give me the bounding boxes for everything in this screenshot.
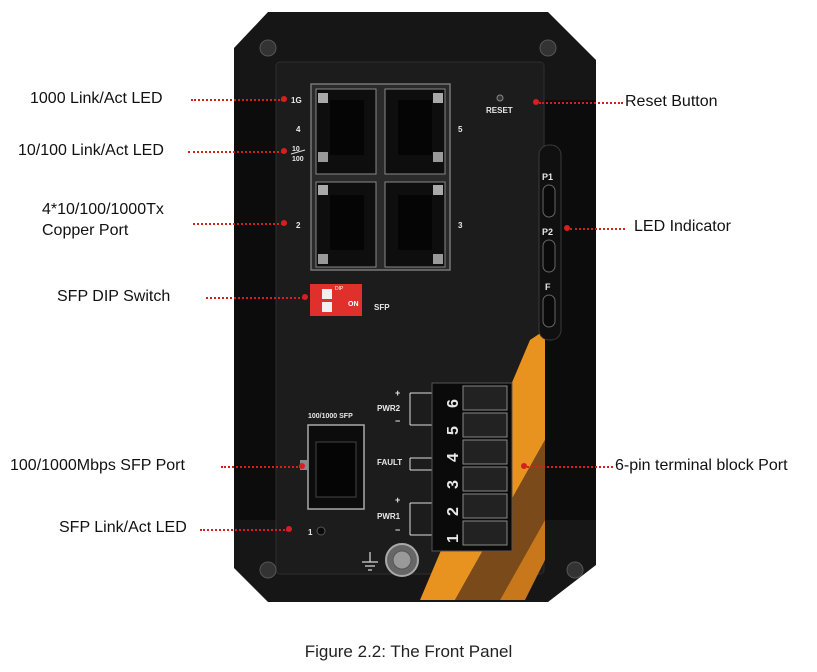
dip-toggle-1[interactable] xyxy=(322,289,332,299)
label-f: F xyxy=(545,282,551,292)
label-port-2: 2 xyxy=(296,221,301,230)
rj45-port-5 xyxy=(384,88,446,175)
leader-dot-reset xyxy=(533,99,539,105)
leader-10-100-led xyxy=(188,151,283,153)
leader-dot-sfp-led xyxy=(286,526,292,532)
leader-sfp-port xyxy=(221,466,301,468)
label-pwr1-plus: + xyxy=(395,495,400,505)
pin-5: 5 xyxy=(445,426,462,435)
label-pwr2-plus: + xyxy=(395,388,400,398)
label-port-4: 4 xyxy=(296,125,301,134)
dip-toggle-2[interactable] xyxy=(322,302,332,312)
pin-2: 2 xyxy=(445,507,462,516)
label-pwr1-minus: − xyxy=(395,525,400,535)
label-p1: P1 xyxy=(542,172,553,182)
led-p1 xyxy=(542,184,556,218)
led-f xyxy=(542,294,556,328)
label-sfp-dip: SFP xyxy=(374,303,390,312)
sfp-led xyxy=(316,526,326,536)
leader-dot-terminal-block xyxy=(521,463,527,469)
pin-6: 6 xyxy=(445,399,462,408)
label-sfp-title: 100/1000 SFP xyxy=(308,413,353,420)
label-p2: P2 xyxy=(542,227,553,237)
rj45-port-2 xyxy=(315,181,377,268)
leader-dot-copper-port xyxy=(281,220,287,226)
leader-dip-switch xyxy=(206,297,304,299)
screw-bottom-left xyxy=(259,561,277,579)
pin-4: 4 xyxy=(445,453,462,462)
rj45-port-4 xyxy=(315,88,377,175)
leader-copper-port xyxy=(193,223,283,225)
callout-reset-button: Reset Button xyxy=(625,93,718,110)
screw-top-right xyxy=(539,39,557,57)
label-pwr2-minus: − xyxy=(395,416,400,426)
led-p2 xyxy=(542,239,556,273)
pin-3: 3 xyxy=(445,480,462,489)
leader-led-indicator xyxy=(570,228,625,230)
leader-dot-dip-switch xyxy=(302,294,308,300)
callout-sfp-port: 100/1000Mbps SFP Port xyxy=(10,457,185,474)
callout-dip-switch: SFP DIP Switch xyxy=(57,288,171,305)
callout-10-100-led: 10/100 Link/Act LED xyxy=(18,142,164,159)
callout-terminal-block: 6-pin terminal block Port xyxy=(615,457,788,474)
label-fault: FAULT xyxy=(377,458,402,467)
stripe-orange-2 xyxy=(500,520,545,600)
leader-terminal-block xyxy=(527,466,613,468)
leader-reset xyxy=(539,102,623,104)
leader-dot-sfp-port xyxy=(299,463,305,469)
pwr1-bracket xyxy=(409,502,432,536)
sfp-port-inner xyxy=(315,441,357,498)
leader-1000-led xyxy=(191,99,283,101)
label-port-3: 3 xyxy=(458,221,463,230)
callout-copper-port-line2: Copper Port xyxy=(42,222,129,239)
callout-led-indicator: LED Indicator xyxy=(634,218,731,235)
ground-icon xyxy=(362,552,378,571)
reset-button[interactable] xyxy=(496,94,504,102)
label-100: 100 xyxy=(292,156,304,163)
pin-1: 1 xyxy=(445,534,462,543)
label-on: ON xyxy=(348,301,359,308)
screw-bottom-right xyxy=(566,561,584,579)
rj45-port-3 xyxy=(384,181,446,268)
screw-top-left xyxy=(259,39,277,57)
label-1g: 1G xyxy=(291,96,302,105)
leader-dot-10-100-led xyxy=(281,148,287,154)
label-dip: DIP xyxy=(335,286,344,292)
leader-dot-1000-led xyxy=(281,96,287,102)
label-reset: RESET xyxy=(486,106,513,115)
label-10: 10 xyxy=(292,146,300,153)
label-sfp-port-num: 1 xyxy=(308,528,313,537)
callout-1000-led: 1000 Link/Act LED xyxy=(30,90,163,107)
label-port-5: 5 xyxy=(458,125,463,134)
dip-switch[interactable] xyxy=(310,284,362,316)
label-pwr2: PWR2 xyxy=(377,404,401,413)
callout-sfp-led: SFP Link/Act LED xyxy=(59,519,187,536)
leader-dot-led-indicator xyxy=(564,225,570,231)
fault-bracket xyxy=(409,457,432,471)
leader-sfp-led xyxy=(200,529,288,531)
label-10-100-slash xyxy=(290,149,306,155)
pwr2-bracket xyxy=(409,392,432,426)
figure-caption: Figure 2.2: The Front Panel xyxy=(304,642,513,661)
label-pwr1: PWR1 xyxy=(377,512,401,521)
terminal-pins xyxy=(462,385,508,546)
left-rail xyxy=(234,100,282,520)
callout-copper-port-line1: 4*10/100/1000Tx xyxy=(42,201,164,218)
